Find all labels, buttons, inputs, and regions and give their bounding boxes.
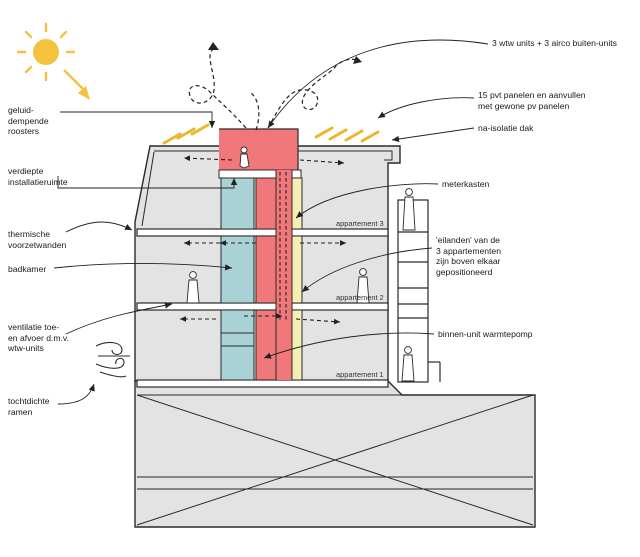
wind-icon bbox=[95, 341, 130, 378]
red-shaft bbox=[255, 177, 277, 381]
basement-cross bbox=[136, 394, 534, 526]
apartment-label-1: appartement 1 bbox=[336, 370, 384, 379]
label-na-isolatie-dak: na-isolatie dak bbox=[478, 123, 534, 133]
bathroom-dividers bbox=[221, 332, 254, 347]
label-meterkasten: meterkasten bbox=[442, 179, 490, 189]
apartment-label-3: appartement 3 bbox=[336, 219, 384, 228]
bathroom-towers bbox=[220, 177, 255, 381]
label-ventilatie: ventilatie toe-en afvoer d.m.v.wtw-units bbox=[8, 322, 69, 353]
label-wtw-units: 3 wtw units + 3 airco buiten-units bbox=[492, 38, 617, 48]
facade-line bbox=[141, 151, 155, 227]
person-figure bbox=[186, 271, 200, 304]
ventilation-arrows bbox=[180, 155, 346, 325]
person-figure bbox=[239, 146, 250, 169]
swirl-arrowhead bbox=[353, 56, 362, 64]
vertical-ducts bbox=[279, 172, 287, 322]
person-figure bbox=[401, 346, 415, 382]
airflow-swirls bbox=[188, 47, 359, 131]
label-binnen-unit-warmtepomp: binnen-unit warmtepomp bbox=[438, 329, 533, 339]
person-figure bbox=[402, 188, 416, 231]
swirl-arrowhead bbox=[208, 42, 219, 50]
label-badkamer: badkamer bbox=[8, 264, 47, 274]
meter-cupboards bbox=[291, 177, 303, 381]
building-lower bbox=[134, 380, 536, 528]
sun-icon bbox=[16, 22, 90, 100]
pv-panels-right bbox=[314, 126, 380, 143]
pv-panels-left bbox=[162, 123, 210, 145]
apartment-label-2: appartement 2 bbox=[336, 293, 384, 302]
pointer-lines bbox=[53, 39, 489, 405]
person-figure bbox=[356, 268, 370, 304]
